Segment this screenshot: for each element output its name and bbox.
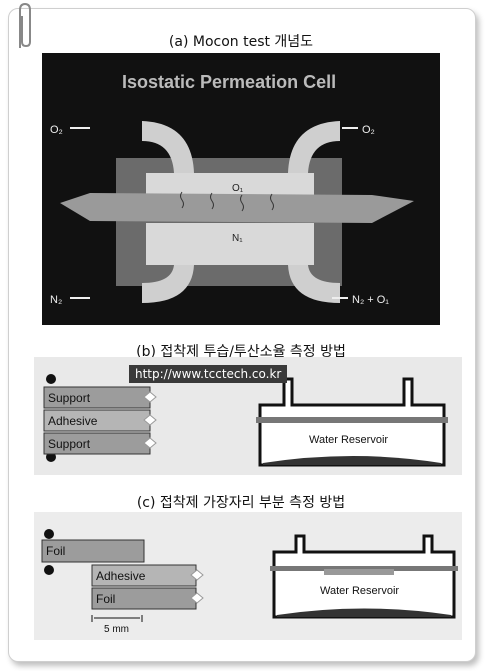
o2-inlet-pipe [142,121,194,173]
edge-seal-icons-c [190,569,204,604]
n2-in-label: N₂ [50,294,62,306]
dimension-label: 5 mm [104,624,129,635]
n2-outlet-pipe [288,265,340,303]
permeation-cell-diagram: Isostatic Permeation Cell O₁ N₁ O₂ O₂ N₂… [42,53,440,325]
edge-seal-icons [143,391,157,449]
o2-outlet-pipe [288,121,340,173]
lower-chamber [146,223,314,265]
layer-support-top: Support [48,391,91,405]
caption-b: (b) 접착제 투습/투산소율 측정 방법 [136,344,346,360]
cell-title: Isostatic Permeation Cell [122,72,336,92]
sample-film [256,417,448,423]
n2-o1-out-label: N₂ + O₁ [352,294,389,306]
layer-foil-bottom: Foil [96,592,115,606]
n2-inlet-pipe [142,265,194,303]
film-strip [60,193,414,223]
layer-adhesive-c: Adhesive [96,569,146,583]
o1-label: O₁ [232,183,244,194]
watermark-url: http://www.tcctech.co.kr [129,365,288,383]
n1-label: N₁ [232,233,243,244]
o2-out-label: O₂ [362,124,375,136]
permeation-wave-icons [180,191,274,212]
caption-c: (c) 접착제 가장자리 부분 측정 방법 [136,495,346,511]
layer-adhesive: Adhesive [48,414,98,428]
layer-support-bottom: Support [48,437,91,451]
o2-in-label: O₂ [50,124,63,136]
layer-foil-top: Foil [46,544,65,558]
paperclip-icon [19,2,31,48]
water-reservoir-cup-c [272,534,456,619]
caption-a: (a) Mocon test 개념도 [168,34,314,50]
reservoir-label-c: Water Reservoir [320,585,399,597]
edge-measurement-setup: Foil Adhesive Foil 5 mm Water Reservoir [34,512,462,640]
reservoir-label-b: Water Reservoir [309,434,388,446]
clamp-dot-top [46,374,56,384]
